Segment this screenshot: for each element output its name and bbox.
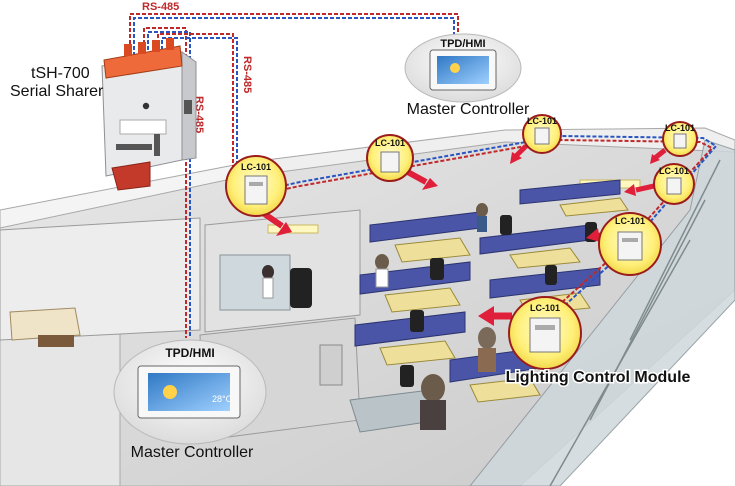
lc-label-2: LC-101 bbox=[375, 138, 405, 148]
top-hmi-group: TPD/HMI Master Controller bbox=[404, 33, 530, 118]
lc-module-icon bbox=[666, 177, 682, 195]
bottom-hmi-group: 28°C TPD/HMI Master Controller bbox=[113, 339, 267, 461]
lc-badge-2: LC-101 bbox=[366, 134, 438, 190]
device-desc-label: Serial Sharer bbox=[10, 83, 104, 100]
lc-module-icon bbox=[529, 317, 561, 353]
top-hmi-label: TPD/HMI bbox=[440, 38, 485, 50]
lc-module-icon bbox=[380, 151, 400, 173]
touch-panel-icon bbox=[429, 49, 497, 91]
bottom-hmi-label: TPD/HMI bbox=[165, 346, 214, 360]
touch-panel-icon: 28°C bbox=[137, 365, 241, 419]
serial-sharer-icon bbox=[101, 38, 197, 191]
cable-to-bottom-hmi-blue bbox=[147, 31, 191, 338]
lc-module-icon bbox=[617, 231, 643, 261]
cable-to-top-hmi-red bbox=[129, 13, 459, 56]
people bbox=[262, 203, 496, 430]
facade-mullions bbox=[549, 159, 721, 486]
hmi-temperature-text: 28°C bbox=[212, 394, 233, 404]
lc-label-1: LC-101 bbox=[241, 162, 271, 172]
lc-badge-3: LC-101 bbox=[510, 114, 562, 164]
lc-badge-4: LC-101 bbox=[650, 121, 698, 164]
lc-label-6: LC-101 bbox=[615, 216, 645, 226]
lc-label-3: LC-101 bbox=[527, 116, 557, 126]
office-chairs bbox=[290, 215, 597, 387]
cable-to-modules-blue bbox=[161, 37, 718, 343]
lc-label-5: LC-101 bbox=[659, 166, 689, 176]
rs485-label-vertical-2: RS-485 bbox=[241, 56, 253, 93]
lounge-table bbox=[38, 335, 74, 347]
device-name-label: tSH-700 bbox=[31, 65, 90, 82]
lc-label-4: LC-101 bbox=[665, 123, 695, 133]
lc-module-icon bbox=[673, 133, 687, 149]
lc-module-icon bbox=[244, 175, 268, 205]
ceiling-light-meeting bbox=[267, 224, 319, 234]
lc-label-7: LC-101 bbox=[530, 303, 560, 313]
lc-badge-6: LC-101 bbox=[586, 212, 662, 276]
lighting-control-module-label: Lighting Control Module bbox=[506, 369, 691, 386]
front-wall bbox=[0, 329, 121, 486]
meeting-window bbox=[219, 254, 291, 311]
bottom-master-label: Master Controller bbox=[131, 444, 254, 461]
building-floorplan bbox=[0, 127, 735, 486]
lc-badge-1: LC-101 bbox=[225, 155, 292, 236]
lc-badge-7: LC-101 bbox=[478, 296, 582, 370]
rs485-label-top: RS-485 bbox=[142, 1, 179, 13]
glass-facade-right bbox=[469, 139, 735, 486]
lounge-sofa bbox=[9, 307, 81, 341]
cable-to-top-hmi-blue bbox=[133, 17, 455, 56]
lc-module-icon bbox=[534, 127, 550, 145]
corridor-door bbox=[319, 344, 343, 386]
lc-badge-5: LC-101 bbox=[624, 163, 695, 205]
top-master-label: Master Controller bbox=[407, 101, 530, 118]
